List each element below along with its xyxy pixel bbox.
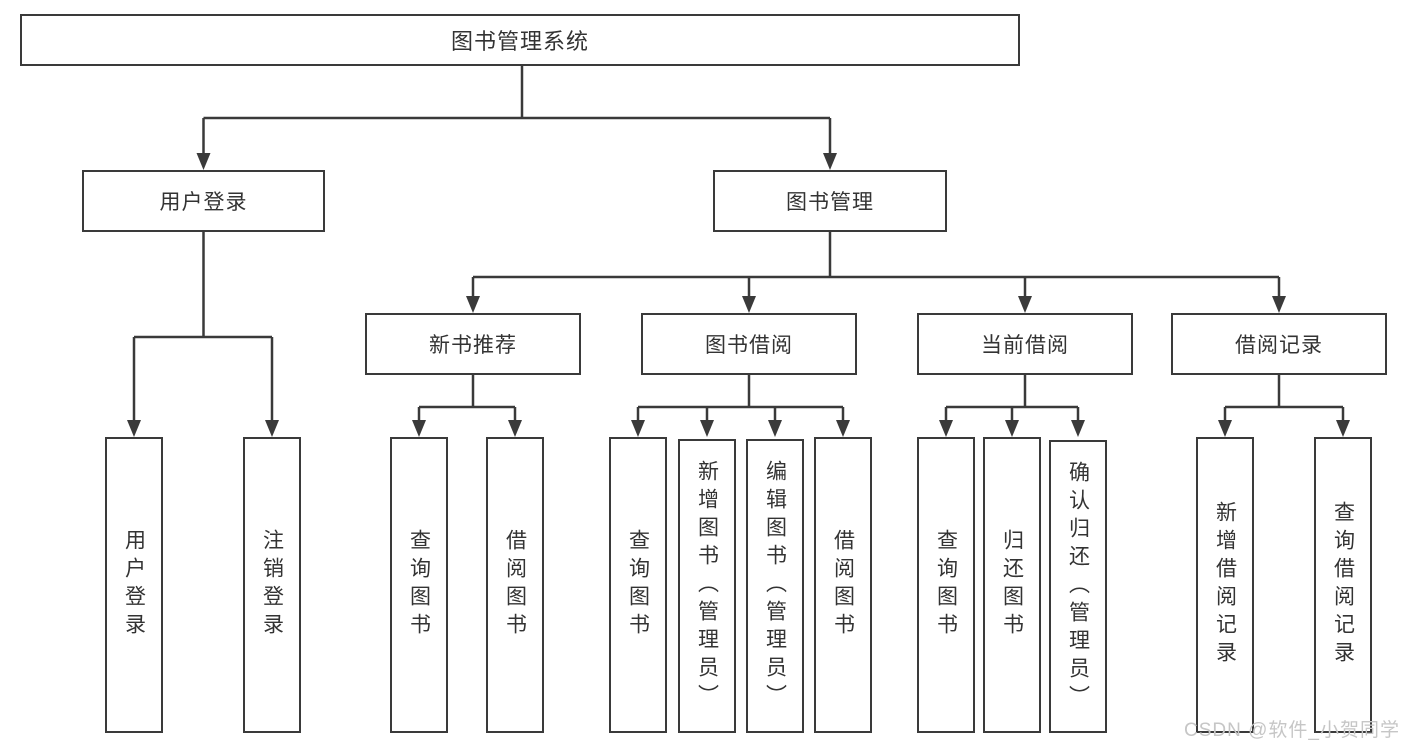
leaf-label: 查询图书 (626, 529, 650, 641)
leaf-label: 注销登录 (260, 529, 284, 641)
leaf-label: 用户登录 (122, 529, 146, 641)
csdn-watermark: CSDN @软件_小贺同学 (1184, 720, 1400, 741)
node-user-login: 用户登录 (82, 170, 325, 232)
leaf-borrow-add-books-admin: 新增图书（管理员） (678, 439, 736, 733)
connector-current-borrow-children (939, 375, 1085, 437)
node-current-borrow: 当前借阅 (917, 313, 1133, 375)
leaf-borrow-query-books: 查询图书 (609, 437, 667, 733)
connector-book-borrow-children (631, 375, 850, 437)
leaf-current-query-books: 查询图书 (917, 437, 975, 733)
node-book-borrow: 图书借阅 (641, 313, 857, 375)
node-new-book-recommend: 新书推荐 (365, 313, 581, 375)
connector-root-to-level2 (196, 66, 837, 170)
leaf-label: 借阅图书 (831, 529, 855, 641)
leaf-record-add-record: 新增借阅记录 (1196, 437, 1254, 733)
leaf-label: 查询图书 (934, 529, 958, 641)
leaf-current-return-books: 归还图书 (983, 437, 1041, 733)
leaf-label: 确认归还（管理员） (1066, 460, 1090, 713)
connector-book-management-children (466, 232, 1286, 313)
leaf-label: 编辑图书（管理员） (763, 460, 787, 712)
node-borrow-record: 借阅记录 (1171, 313, 1387, 375)
leaf-label: 新增图书（管理员） (695, 460, 719, 712)
leaf-borrow-edit-books-admin: 编辑图书（管理员） (746, 439, 804, 733)
node-book-management: 图书管理 (713, 170, 947, 232)
leaf-label: 新增借阅记录 (1213, 501, 1237, 669)
leaf-label: 查询借阅记录 (1331, 501, 1355, 669)
leaf-current-confirm-return-admin: 确认归还（管理员） (1049, 440, 1107, 733)
leaf-user-login: 用户登录 (105, 437, 163, 733)
leaf-label: 查询图书 (407, 529, 431, 641)
leaf-logout: 注销登录 (243, 437, 301, 733)
leaf-label: 归还图书 (1000, 529, 1024, 641)
connector-user-login-children (127, 232, 279, 437)
connector-new-book-children (412, 375, 522, 437)
leaf-label: 借阅图书 (503, 529, 527, 641)
leaf-newbook-query-books: 查询图书 (390, 437, 448, 733)
leaf-record-query-record: 查询借阅记录 (1314, 437, 1372, 733)
connector-borrow-record-children (1218, 375, 1350, 437)
leaf-newbook-borrow-books: 借阅图书 (486, 437, 544, 733)
node-root-library-system: 图书管理系统 (20, 14, 1020, 66)
leaf-borrow-borrow-books: 借阅图书 (814, 437, 872, 733)
